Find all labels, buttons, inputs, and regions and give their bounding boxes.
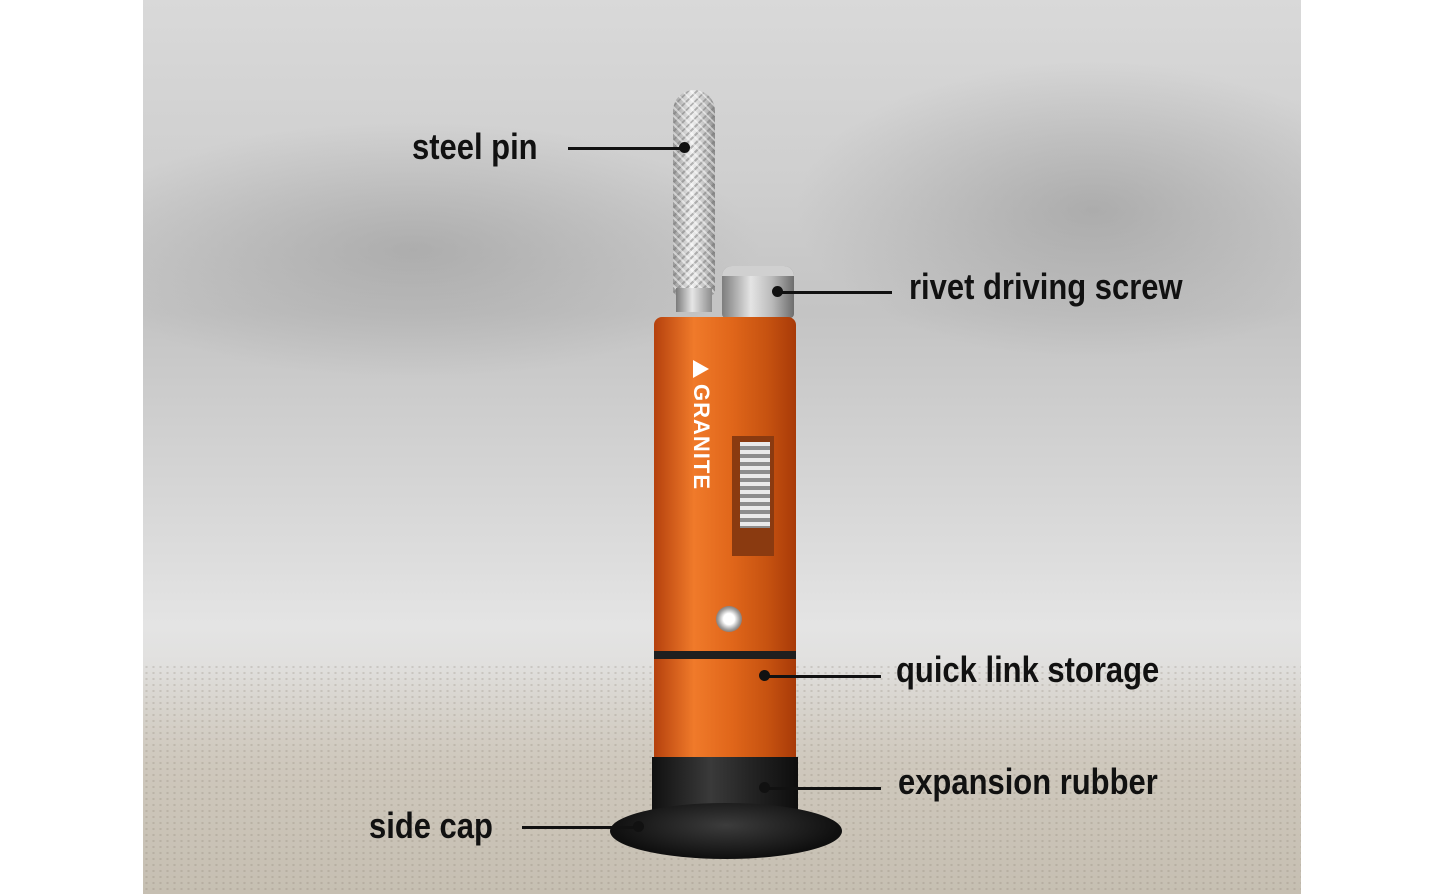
tool-body-upper [654, 317, 796, 651]
side-cap-part [610, 803, 842, 859]
background-blur [793, 60, 1301, 360]
screw-thread [740, 442, 770, 528]
pin-collar [676, 288, 712, 312]
brand-logo-text: GRANITE [689, 384, 714, 490]
quick-link-storage-part [654, 659, 796, 757]
brand-logo: GRANITE [688, 360, 714, 490]
label-rivet-driving-screw: rivet driving screw [909, 266, 1183, 307]
leader-side-cap [522, 826, 638, 829]
leader-rivet-driving-screw [776, 291, 892, 294]
granite-logo-icon [693, 360, 709, 378]
leader-steel-pin [568, 147, 684, 150]
pointer-dot-expansion-rubber [759, 782, 770, 793]
pointer-dot-steel-pin [679, 142, 690, 153]
pin-hole [716, 606, 742, 632]
label-expansion-rubber: expansion rubber [898, 761, 1158, 802]
body-seam [654, 651, 796, 659]
pointer-dot-rivet-driving-screw [772, 286, 783, 297]
steel-pin-part [673, 90, 715, 295]
pointer-dot-side-cap [633, 821, 644, 832]
pointer-dot-quick-link-storage [759, 670, 770, 681]
label-steel-pin: steel pin [412, 126, 538, 167]
leader-quick-link-storage [763, 675, 881, 678]
leader-expansion-rubber [763, 787, 881, 790]
label-side-cap: side cap [369, 805, 493, 846]
label-quick-link-storage: quick link storage [896, 649, 1160, 690]
